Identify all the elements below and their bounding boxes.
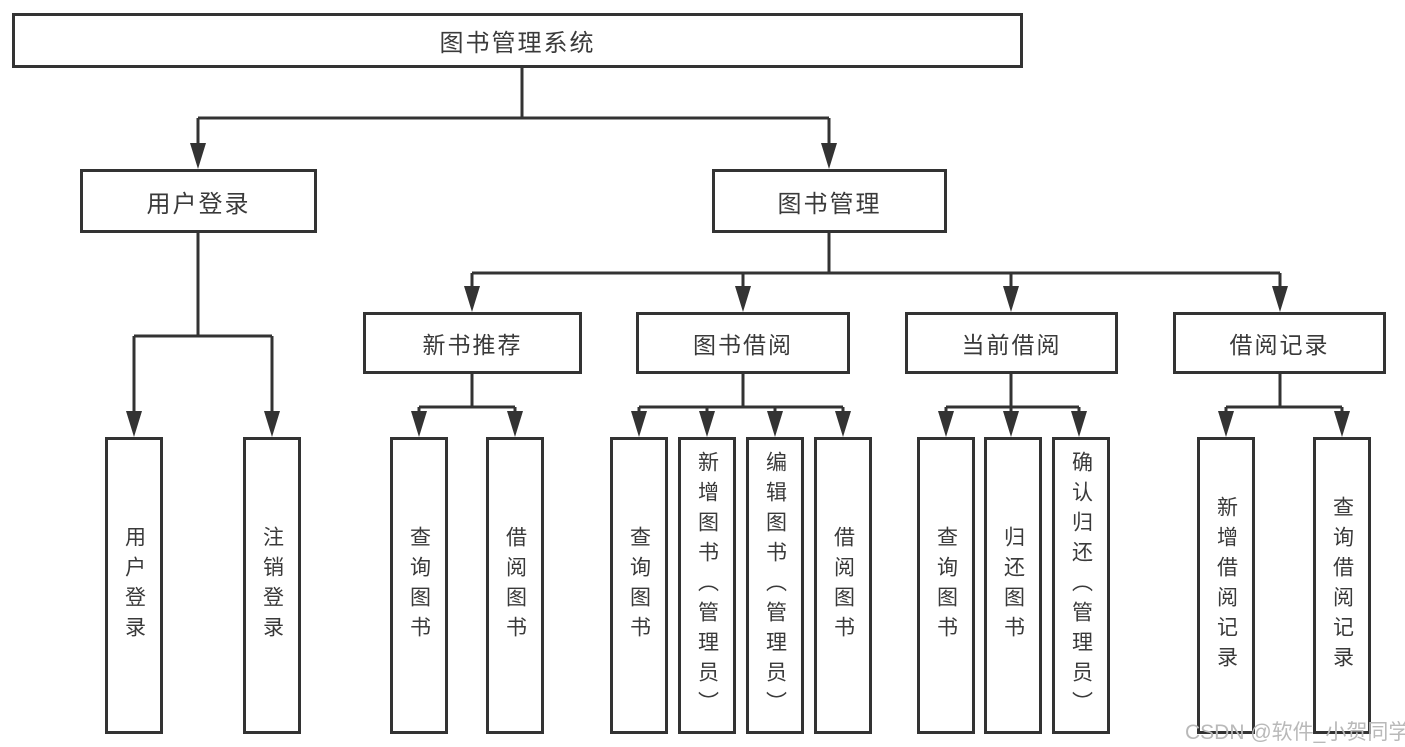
connector-current-borrow-to-children [938,374,1087,437]
leaf-edit-book-admin-label: 编辑图书（管理员） [763,450,787,721]
connector-root-to-level2 [190,68,837,169]
leaf-add-book-admin-label: 新增图书（管理员） [695,450,719,721]
leaf-query-borrow-record: 查询借阅记录 [1313,437,1371,734]
node-book-borrow: 图书借阅 [636,312,850,374]
node-current-borrow-label: 当前借阅 [961,332,1062,358]
leaf-return-book-label: 归还图书 [1001,525,1025,646]
leaf-return-book: 归还图书 [984,437,1042,734]
leaf-confirm-return-admin: 确认归还（管理员） [1052,437,1110,734]
connector-new-book-recommend-to-children [411,374,523,437]
leaf-confirm-return-admin-label: 确认归还（管理员） [1069,450,1093,721]
leaf-user-login: 用户登录 [105,437,163,734]
node-borrow-records-label: 借阅记录 [1229,332,1330,358]
node-current-borrow: 当前借阅 [905,312,1118,374]
leaf-add-book-admin: 新增图书（管理员） [678,437,736,734]
leaf-query-book-borrow: 查询图书 [610,437,668,734]
connector-borrow-records-to-children [1218,374,1350,437]
leaf-logout-login-label: 注销登录 [260,525,284,646]
node-book-management-label: 图书管理 [777,190,882,218]
node-root-label: 图书管理系统 [439,30,596,57]
leaf-borrow-book-recommend-label: 借阅图书 [503,525,527,646]
node-borrow-records: 借阅记录 [1173,312,1386,374]
node-user-login: 用户登录 [80,169,317,233]
leaf-borrow-book-label: 借阅图书 [831,525,855,646]
leaf-query-book-recommend-label: 查询图书 [407,525,431,646]
leaf-add-borrow-record-label: 新增借阅记录 [1214,495,1238,676]
watermark-text: CSDN @软件_小贺同学 [1185,721,1405,744]
leaf-query-book-current-label: 查询图书 [934,525,958,646]
node-book-borrow-label: 图书借阅 [693,332,793,358]
leaf-logout-login: 注销登录 [243,437,301,734]
node-new-book-recommend: 新书推荐 [363,312,582,374]
node-book-management: 图书管理 [712,169,947,233]
leaf-borrow-book-recommend: 借阅图书 [486,437,544,734]
leaf-query-book-borrow-label: 查询图书 [627,525,651,646]
node-new-book-recommend-label: 新书推荐 [422,332,523,358]
connector-book-borrow-to-children [631,374,851,437]
node-root-system: 图书管理系统 [12,13,1023,68]
node-user-login-label: 用户登录 [146,190,251,218]
leaf-add-borrow-record: 新增借阅记录 [1197,437,1255,734]
leaf-borrow-book: 借阅图书 [814,437,872,734]
connector-user-login-to-children [126,233,280,437]
leaf-user-login-label: 用户登录 [122,525,146,646]
leaf-edit-book-admin: 编辑图书（管理员） [746,437,804,734]
leaf-query-borrow-record-label: 查询借阅记录 [1330,495,1354,676]
connector-book-management-to-level3 [464,233,1288,312]
leaf-query-book-recommend: 查询图书 [390,437,448,734]
leaf-query-book-current: 查询图书 [917,437,975,734]
